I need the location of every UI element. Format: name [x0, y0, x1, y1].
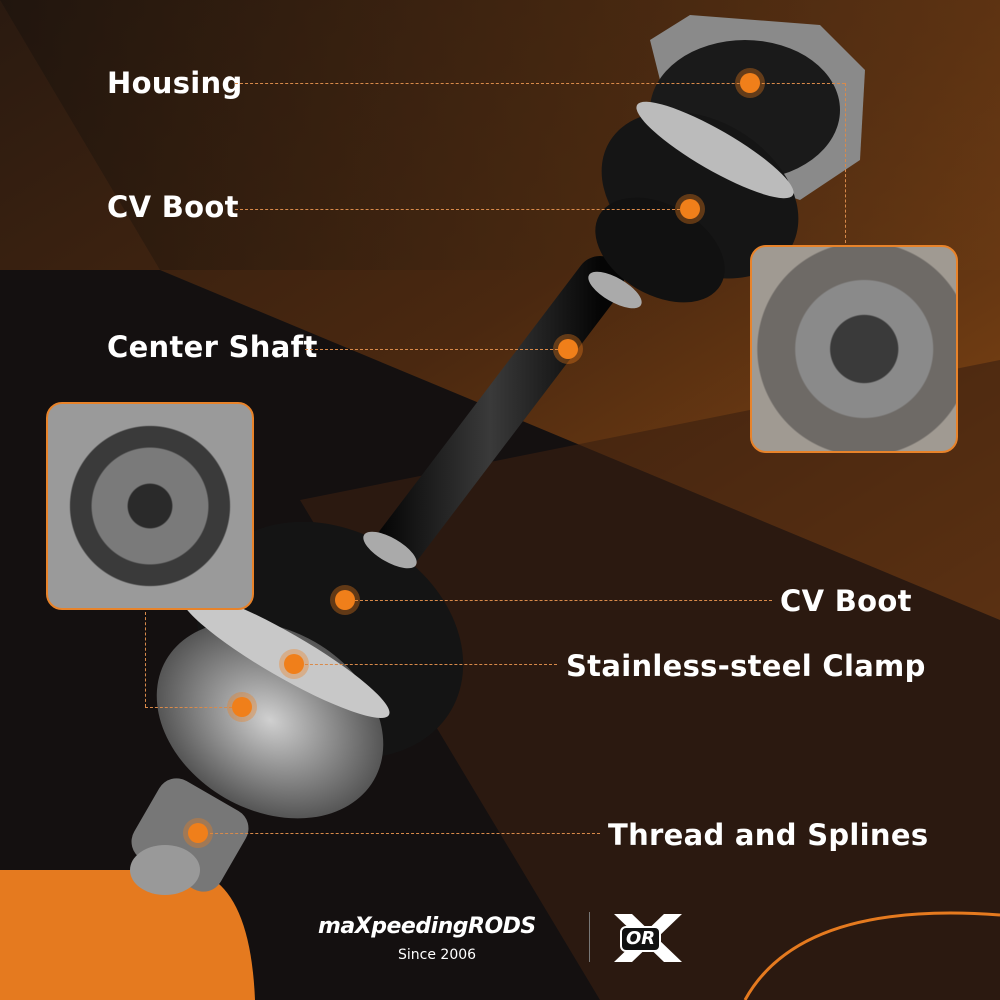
marker-dot — [335, 590, 355, 610]
marker-dot — [284, 654, 304, 674]
marker-dot — [558, 339, 578, 359]
leader-line — [295, 664, 557, 665]
brand-logo: maXpeedingRODS — [318, 914, 536, 939]
leader-line — [845, 83, 846, 243]
inner-tripod-joint-inset — [750, 245, 958, 453]
label-cv-boot-top: CV Boot — [107, 190, 239, 224]
label-clamp: Stainless-steel Clamp — [566, 649, 926, 683]
label-cv-boot-bottom: CV Boot — [780, 584, 912, 618]
label-housing: Housing — [107, 66, 243, 100]
brand-mark-logo: OR — [620, 926, 662, 952]
marker-dot — [232, 697, 252, 717]
leader-line — [235, 83, 845, 84]
leader-line — [145, 612, 146, 707]
logo-divider — [589, 912, 590, 962]
leader-line — [145, 707, 237, 708]
brand-since: Since 2006 — [398, 947, 477, 963]
label-center-shaft: Center Shaft — [107, 330, 318, 364]
marker-dot — [680, 199, 700, 219]
leader-line — [235, 209, 685, 210]
leader-line — [305, 349, 563, 350]
marker-dot — [188, 823, 208, 843]
marker-dot — [740, 73, 760, 93]
label-thread-splines: Thread and Splines — [608, 818, 929, 852]
leader-line — [200, 833, 600, 834]
leader-line — [350, 600, 772, 601]
outer-cv-joint-inset — [46, 402, 254, 610]
